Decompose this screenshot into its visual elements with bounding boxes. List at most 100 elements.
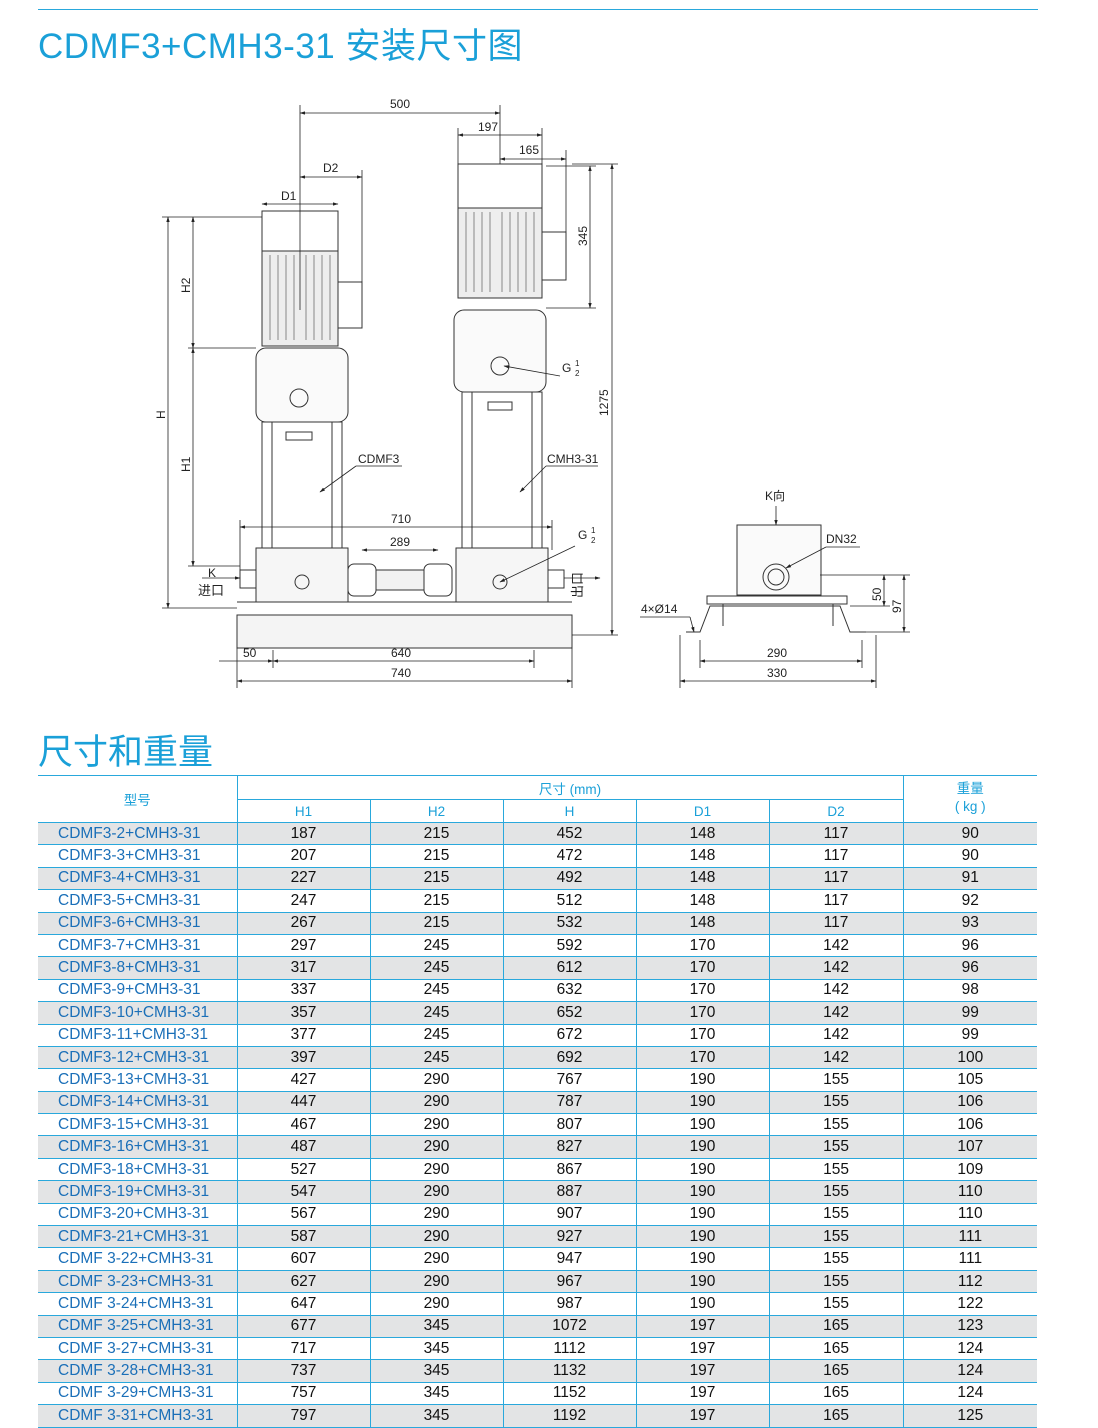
cell-d2: 165 — [768, 1314, 904, 1338]
cell-model: CDMF3-18+CMH3-31 — [38, 1157, 237, 1181]
cell-h1: 467 — [236, 1113, 371, 1136]
cell-h: 652 — [502, 1001, 637, 1025]
cell-d2: 142 — [768, 1001, 904, 1025]
cell-h1: 297 — [236, 933, 371, 957]
cell-weight: 99 — [903, 1001, 1038, 1025]
cell-weight: 96 — [903, 956, 1038, 980]
cell-h: 612 — [502, 956, 637, 980]
cell-h1: 267 — [236, 911, 371, 935]
cell-d1: 170 — [635, 1045, 770, 1069]
cell-weight: 122 — [903, 1292, 1038, 1316]
top-rule — [38, 9, 1038, 10]
cell-d2: 155 — [768, 1202, 904, 1226]
cell-model: CDMF3-3+CMH3-31 — [38, 844, 237, 868]
cell-h1: 797 — [236, 1404, 371, 1428]
cell-h1: 717 — [236, 1336, 371, 1360]
cell-d2: 155 — [768, 1247, 904, 1271]
cell-h: 907 — [502, 1202, 637, 1226]
cell-h1: 397 — [236, 1045, 371, 1069]
cell-d1: 148 — [635, 911, 770, 935]
cell-h1: 677 — [236, 1314, 371, 1338]
cell-model: CDMF 3-31+CMH3-31 — [38, 1404, 237, 1428]
header-d2: D2 — [768, 799, 904, 823]
cell-d1: 190 — [635, 1090, 770, 1114]
cell-h2: 290 — [369, 1113, 504, 1136]
cell-d2: 155 — [768, 1135, 904, 1159]
cell-weight: 110 — [903, 1180, 1038, 1204]
cell-h1: 527 — [236, 1157, 371, 1181]
dim-289: 289 — [390, 535, 410, 549]
cell-weight: 106 — [903, 1090, 1038, 1114]
cell-weight: 124 — [903, 1336, 1038, 1360]
cell-h2: 215 — [369, 889, 504, 913]
cell-model: CDMF3-13+CMH3-31 — [38, 1068, 237, 1092]
dim-165: 165 — [519, 143, 539, 157]
page-title: CDMF3+CMH3-31 安装尺寸图 — [38, 27, 523, 66]
cell-d1: 170 — [635, 933, 770, 957]
cell-h2: 290 — [369, 1269, 504, 1293]
dim-740: 740 — [391, 666, 411, 680]
cell-model: CDMF 3-25+CMH3-31 — [38, 1314, 237, 1338]
cell-h1: 607 — [236, 1247, 371, 1271]
header-h: H — [502, 799, 636, 823]
cell-h: 767 — [502, 1068, 637, 1092]
cell-model: CDMF 3-23+CMH3-31 — [38, 1269, 237, 1293]
cell-d2: 165 — [768, 1381, 904, 1405]
cell-h: 827 — [502, 1135, 637, 1159]
cell-h: 452 — [502, 821, 637, 845]
cell-d2: 155 — [768, 1157, 904, 1181]
cell-h2: 290 — [369, 1225, 504, 1248]
cell-weight: 92 — [903, 889, 1038, 913]
cell-weight: 124 — [903, 1359, 1038, 1383]
cell-h: 1132 — [502, 1359, 637, 1383]
cell-model: CDMF 3-29+CMH3-31 — [38, 1381, 237, 1405]
cell-model: CDMF3-21+CMH3-31 — [38, 1225, 237, 1248]
cell-h2: 290 — [369, 1292, 504, 1316]
header-d1: D1 — [635, 799, 769, 823]
cell-weight: 99 — [903, 1023, 1038, 1047]
cell-d2: 155 — [768, 1225, 904, 1248]
cell-d2: 142 — [768, 1023, 904, 1047]
label-inlet: 进口 — [198, 583, 224, 598]
dim-h: H — [154, 410, 168, 419]
dim-d1: D1 — [281, 189, 297, 203]
cell-model: CDMF3-14+CMH3-31 — [38, 1090, 237, 1114]
cell-d1: 170 — [635, 1001, 770, 1025]
cell-h: 532 — [502, 911, 637, 935]
cell-h1: 737 — [236, 1359, 371, 1383]
cell-h: 887 — [502, 1180, 637, 1204]
cell-model: CDMF3-5+CMH3-31 — [38, 889, 237, 913]
cell-weight: 112 — [903, 1269, 1038, 1293]
dim-h1: H1 — [179, 456, 193, 472]
cell-weight: 106 — [903, 1113, 1038, 1136]
header-h1: H1 — [236, 799, 370, 823]
cell-model: CDMF3-16+CMH3-31 — [38, 1135, 237, 1159]
cell-d2: 165 — [768, 1336, 904, 1360]
cell-d2: 165 — [768, 1404, 904, 1428]
cell-h1: 627 — [236, 1269, 371, 1293]
cell-h2: 345 — [369, 1336, 504, 1360]
label-dn32: DN32 — [826, 532, 857, 546]
cell-d2: 117 — [768, 844, 904, 868]
cell-d1: 197 — [635, 1381, 770, 1405]
cell-h2: 290 — [369, 1180, 504, 1204]
label-g-upper-num: 1 — [575, 359, 580, 368]
cell-h2: 215 — [369, 821, 504, 845]
cell-weight: 107 — [903, 1135, 1038, 1159]
cell-d2: 142 — [768, 978, 904, 1002]
cell-h1: 377 — [236, 1023, 371, 1047]
cell-h: 867 — [502, 1157, 637, 1181]
cell-h: 927 — [502, 1225, 637, 1248]
cell-h: 512 — [502, 889, 637, 913]
cell-model: CDMF3-7+CMH3-31 — [38, 933, 237, 957]
cell-d1: 170 — [635, 956, 770, 980]
